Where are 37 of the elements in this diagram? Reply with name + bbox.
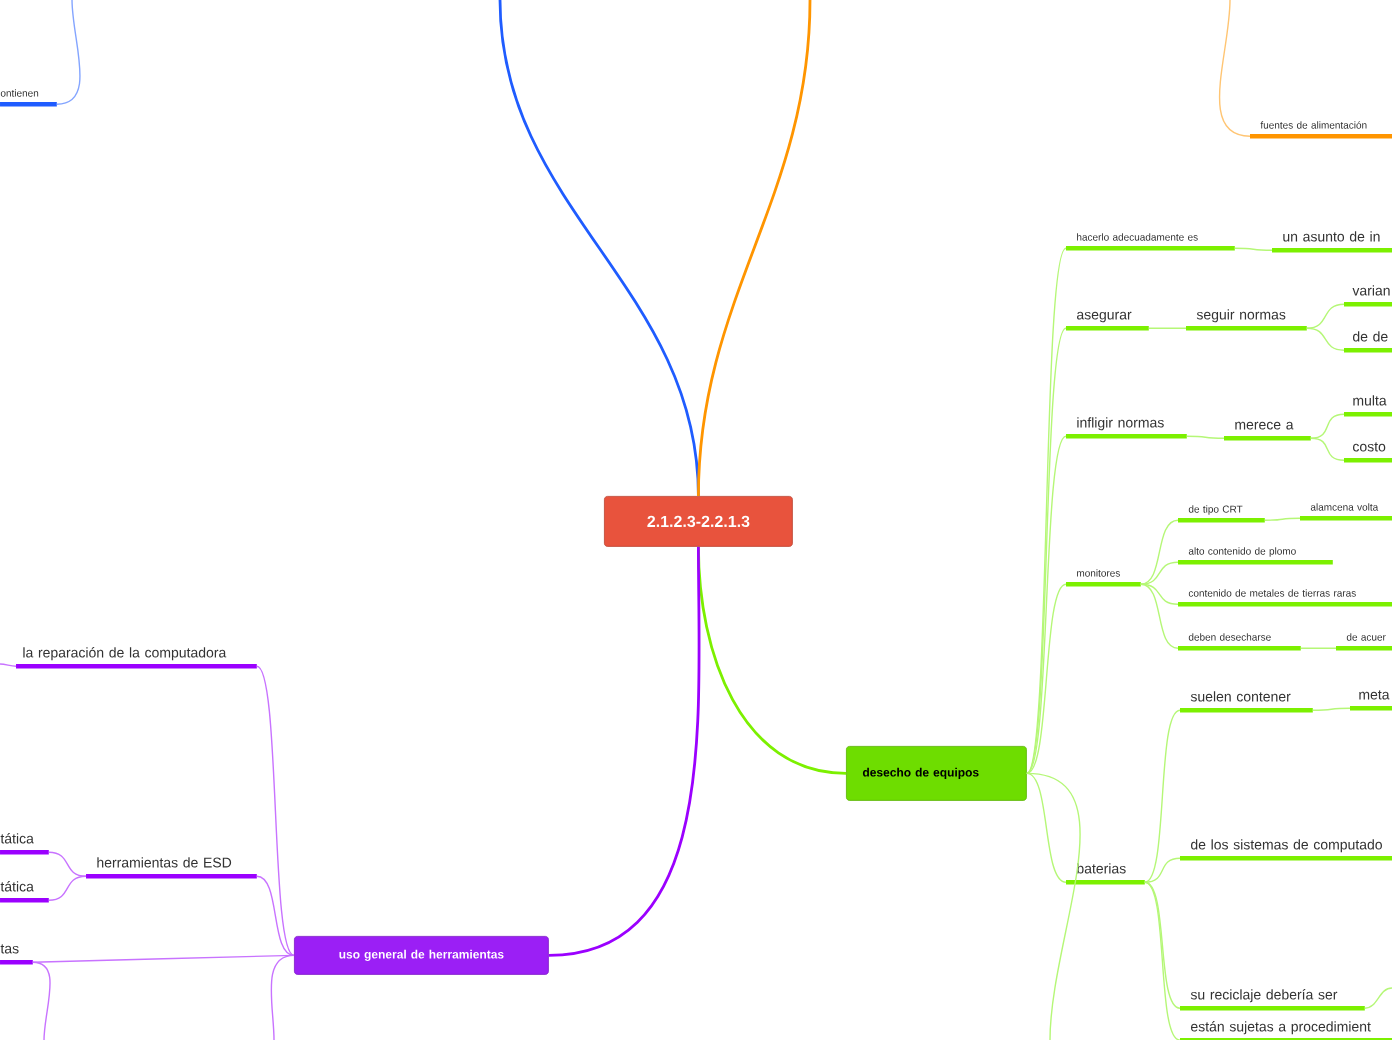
branch-line <box>548 546 701 957</box>
branch-line <box>1144 709 1181 883</box>
branch-line <box>270 954 295 1040</box>
branch-line <box>1026 435 1067 775</box>
branch-line <box>1140 583 1179 649</box>
branch-line <box>1026 247 1067 775</box>
branch-line <box>1148 327 1187 329</box>
branch-line <box>48 875 87 901</box>
branch-line <box>56 0 81 105</box>
branch-line <box>1364 987 1392 1009</box>
branch-line <box>1312 707 1351 711</box>
branch-line <box>1300 647 1337 649</box>
branch-line <box>1140 519 1179 585</box>
branch-line <box>1144 857 1181 883</box>
branch-line <box>256 875 295 957</box>
branch-line <box>1026 772 1081 1040</box>
branch-line <box>1026 772 1067 883</box>
branch-line <box>697 0 812 497</box>
branch-line <box>256 665 295 957</box>
branch-line <box>1264 517 1301 521</box>
branch-line <box>1306 303 1345 329</box>
branch-line <box>0 663 17 667</box>
branch-line <box>1218 0 1251 137</box>
branch-line <box>1310 437 1345 461</box>
branch-line <box>1144 881 1181 1009</box>
branch-line <box>32 961 51 1040</box>
branch-line <box>1140 583 1179 605</box>
branch-line <box>1026 327 1067 775</box>
branch-line <box>1234 247 1273 251</box>
branch-line <box>1140 561 1179 585</box>
branch-line <box>1026 583 1067 775</box>
branch-line <box>1186 435 1225 439</box>
branch-line <box>1144 881 1181 1040</box>
topic-box: 2.1.2.3-2.2.1.3 <box>604 496 793 547</box>
branch-line <box>48 851 87 877</box>
branch-line <box>1306 327 1345 351</box>
branch-line <box>1310 413 1345 439</box>
